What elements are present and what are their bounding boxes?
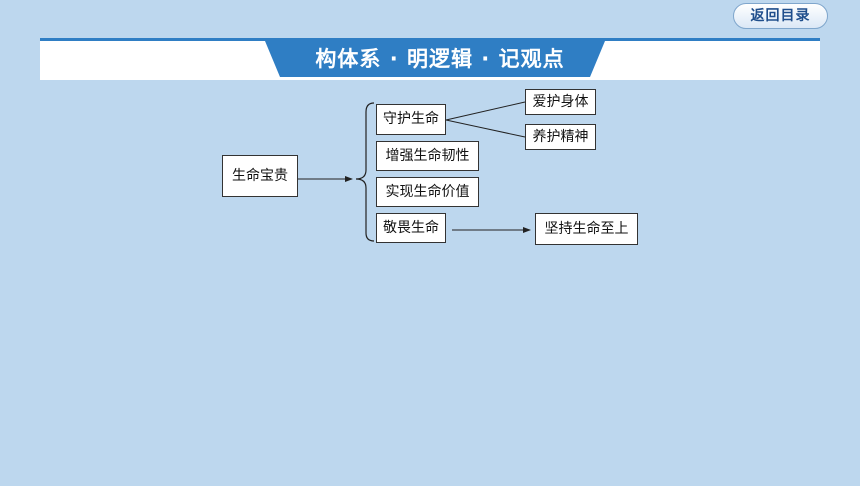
leaf-care-body: 爱护身体: [525, 89, 596, 115]
branch-strengthen-resilience: 增强生命韧性: [376, 141, 479, 171]
section-header: 构体系 · 明逻辑 · 记观点: [40, 38, 820, 80]
header-accent-line: [40, 38, 820, 41]
root-node: 生命宝贵: [222, 155, 298, 197]
leaf-nourish-spirit: 养护精神: [525, 124, 596, 150]
header-ribbon: [265, 41, 605, 77]
branch-brace: [355, 102, 375, 242]
header-title: 构体系 · 明逻辑 · 记观点: [315, 47, 565, 71]
back-to-contents-button[interactable]: 返回目录: [733, 3, 828, 29]
branch-realize-value: 实现生命价值: [376, 177, 479, 207]
guard-to-body-line: [445, 101, 526, 121]
branch-guard-life: 守护生命: [376, 104, 446, 135]
guard-to-spirit-line: [445, 119, 526, 138]
branch-revere-life: 敬畏生命: [376, 213, 446, 243]
leaf-life-first: 坚持生命至上: [535, 213, 638, 245]
